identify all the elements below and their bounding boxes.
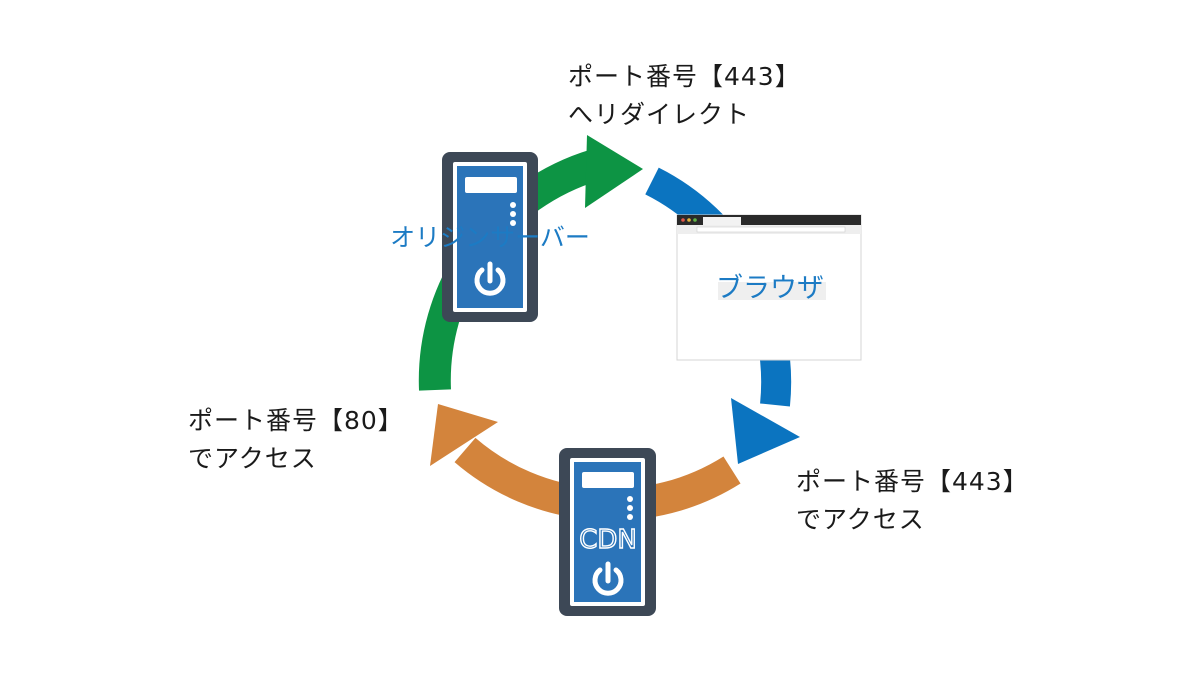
cdn-server-slot xyxy=(582,472,634,488)
origin-server-led xyxy=(510,211,516,217)
cdn-server-label: CDN xyxy=(579,525,637,555)
cdn-server-icon: CDN xyxy=(559,448,656,616)
browser-close-dot xyxy=(681,218,685,222)
browser-titlebar xyxy=(677,215,861,225)
redirect-443-label-line2: へリダイレクト xyxy=(568,100,751,129)
browser-content-highlight xyxy=(718,282,826,300)
access-443-label-line1: ポート番号【443】 xyxy=(796,467,1029,496)
blue-arrow-head xyxy=(731,398,800,464)
orange-arrow-head xyxy=(430,404,498,466)
cdn-server-led xyxy=(627,505,633,511)
browser-minimize-dot xyxy=(687,218,691,222)
browser-tab xyxy=(703,217,741,225)
browser-maximize-dot xyxy=(693,218,697,222)
redirect-443-label: ポート番号【443】 へリダイレクト xyxy=(568,58,801,134)
green-arrow-head xyxy=(585,135,643,208)
cdn-server-power-icon xyxy=(592,561,624,596)
redirect-443-label-line1: ポート番号【443】 xyxy=(568,62,801,91)
access-443-label-line2: でアクセス xyxy=(796,505,925,534)
browser-label: ブラウザ xyxy=(716,273,824,304)
origin-server-led xyxy=(510,220,516,226)
origin-server-slot xyxy=(465,177,517,193)
access-80-label-line2: でアクセス xyxy=(188,444,317,473)
cdn-server-led xyxy=(627,496,633,502)
cdn-server-led xyxy=(627,514,633,520)
access-80-label-line1: ポート番号【80】 xyxy=(188,406,404,435)
browser-address-bar xyxy=(696,226,846,233)
origin-server-label: オリジンサーバー xyxy=(390,223,590,252)
origin-server-icon: オリジンサーバー xyxy=(390,152,590,322)
access-443-label: ポート番号【443】 でアクセス xyxy=(796,463,1029,539)
origin-server-led xyxy=(510,202,516,208)
browser-window-icon: ブラウザ xyxy=(676,214,862,361)
access-80-label: ポート番号【80】 でアクセス xyxy=(188,402,404,478)
origin-server-power-icon xyxy=(474,261,506,296)
